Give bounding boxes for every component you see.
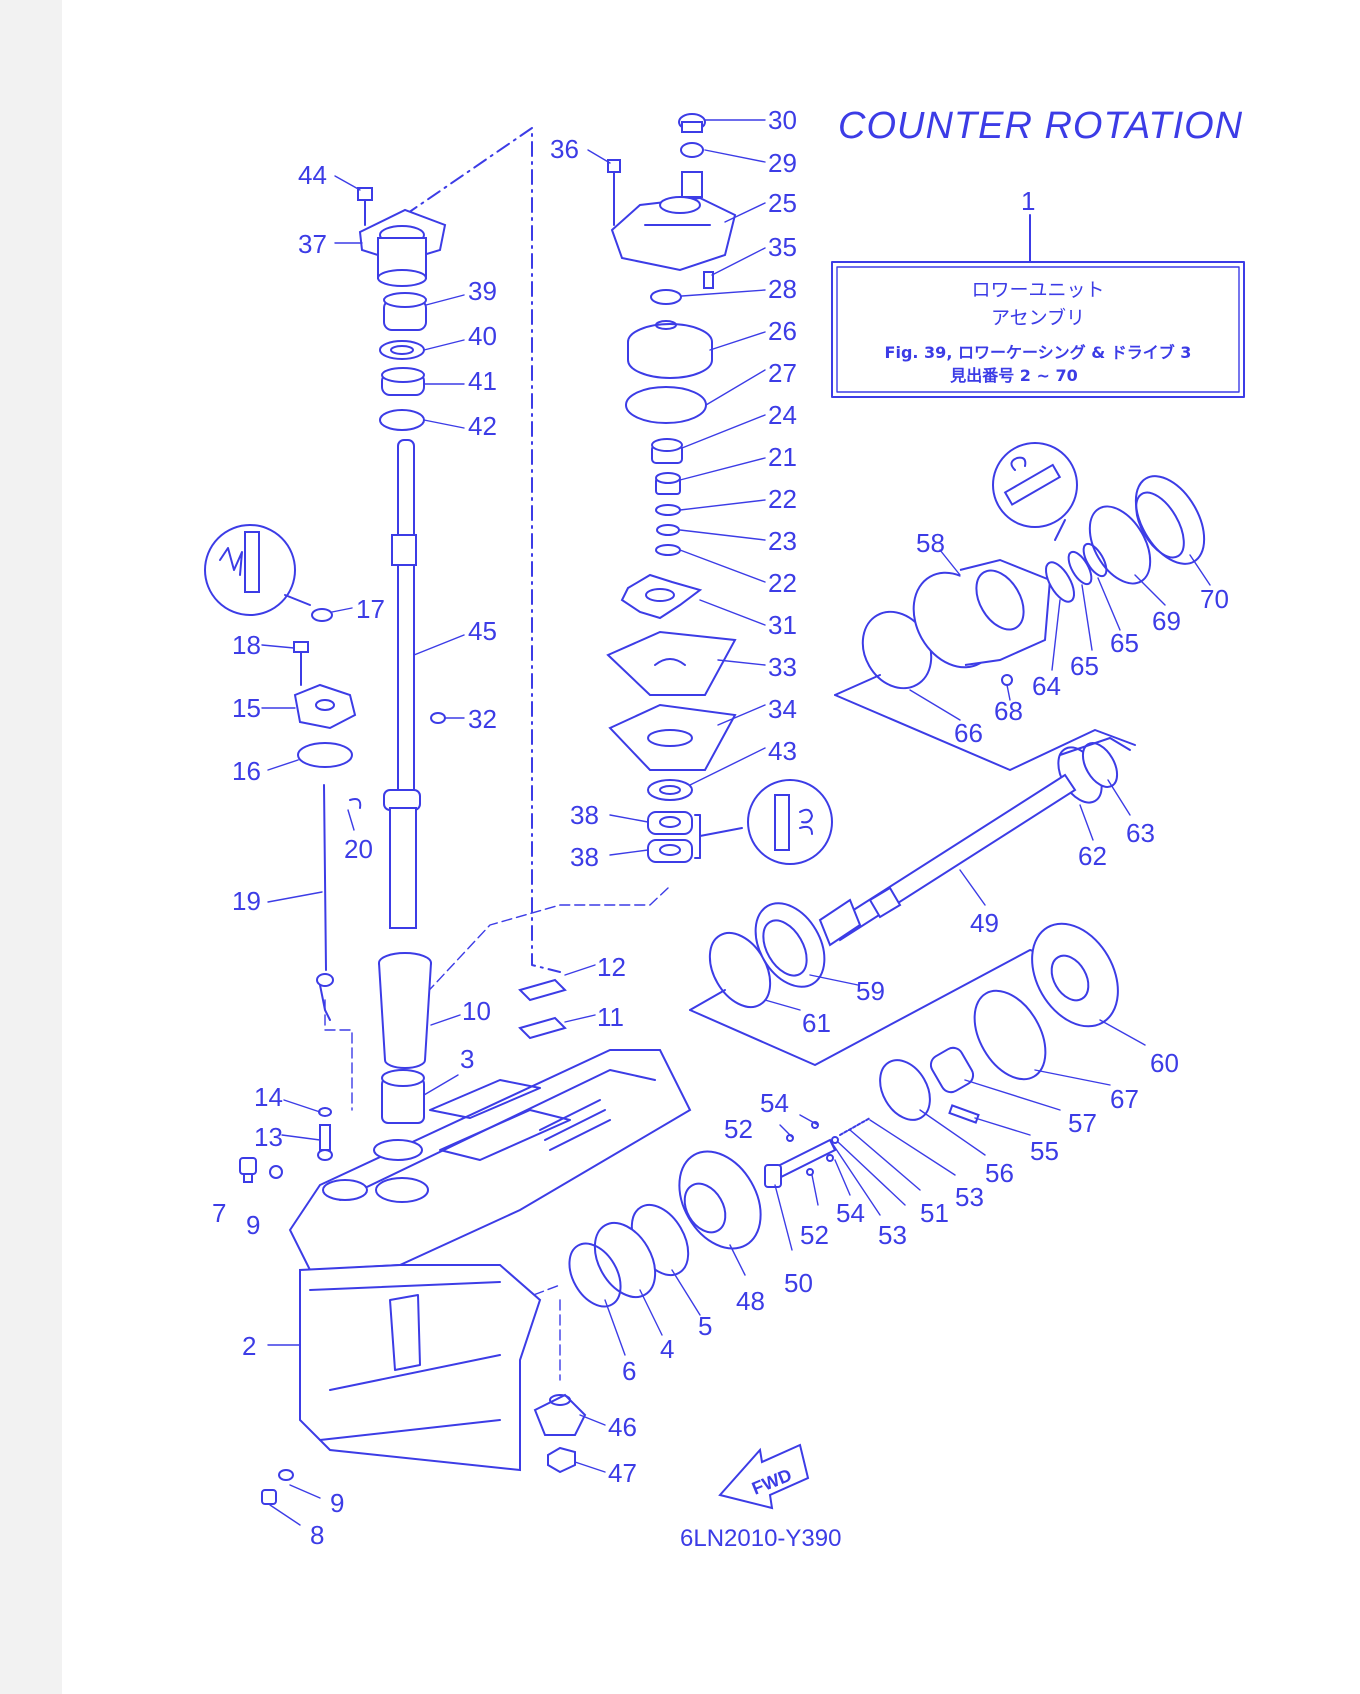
callout-25: 25 [768, 188, 797, 218]
callout-23: 23 [768, 526, 797, 556]
callout-39: 39 [468, 276, 497, 306]
callout-34: 34 [768, 694, 797, 724]
callout-15: 15 [232, 693, 261, 723]
callout-44: 44 [298, 160, 327, 190]
callout-62: 62 [1078, 841, 1107, 871]
callout-38-upper: 38 [570, 800, 599, 830]
callout-12: 12 [597, 952, 626, 982]
callout-69: 69 [1152, 606, 1181, 636]
callout-52-upper: 52 [724, 1114, 753, 1144]
callout-66: 66 [954, 718, 983, 748]
callout-40: 40 [468, 321, 497, 351]
callout-19: 19 [232, 886, 261, 916]
diagram-title: COUNTER ROTATION [838, 105, 1243, 147]
callout-4: 4 [660, 1334, 674, 1364]
callout-14: 14 [254, 1082, 283, 1112]
callout-36: 36 [550, 134, 579, 164]
callout-60: 60 [1150, 1048, 1179, 1078]
callout-16: 16 [232, 756, 261, 786]
callout-56: 56 [985, 1158, 1014, 1188]
callout-32: 32 [468, 704, 497, 734]
callout-31: 31 [768, 610, 797, 640]
callout-17: 17 [356, 594, 385, 624]
assembly-line-1: ロワーユニット [971, 279, 1104, 301]
callout-55: 55 [1030, 1136, 1059, 1166]
callout-42: 42 [468, 411, 497, 441]
callout-48: 48 [736, 1286, 765, 1316]
callout-58: 58 [916, 528, 945, 558]
callout-5: 5 [698, 1311, 712, 1341]
ref-number: 1 [1021, 186, 1035, 216]
callout-67: 67 [1110, 1084, 1139, 1114]
callout-26: 26 [768, 316, 797, 346]
callout-22-upper: 22 [768, 484, 797, 514]
assembly-line-3: Fig. 39, ロワーケーシング & ドライブ 3 [885, 343, 1192, 362]
callout-7: 7 [212, 1198, 226, 1228]
callout-10: 10 [462, 996, 491, 1026]
callout-61: 61 [802, 1008, 831, 1038]
callout-46: 46 [608, 1412, 637, 1442]
callout-50: 50 [784, 1268, 813, 1298]
callout-22-lower: 22 [768, 568, 797, 598]
callout-9-upper: 9 [246, 1210, 260, 1240]
callout-28: 28 [768, 274, 797, 304]
callout-59: 59 [856, 976, 885, 1006]
callout-54-lower: 54 [836, 1198, 865, 1228]
callout-43: 43 [768, 736, 797, 766]
callout-18: 18 [232, 630, 261, 660]
callout-49: 49 [970, 908, 999, 938]
alignment-lines [324, 127, 669, 1381]
callout-51: 51 [920, 1198, 949, 1228]
callout-37: 37 [298, 229, 327, 259]
callout-21: 21 [768, 442, 797, 472]
water-pump-parts [606, 113, 833, 865]
callout-68: 68 [994, 696, 1023, 726]
callout-41: 41 [468, 366, 497, 396]
callout-70: 70 [1200, 584, 1229, 614]
callout-52-lower: 52 [800, 1220, 829, 1250]
callout-20: 20 [344, 834, 373, 864]
callout-11: 11 [597, 1002, 624, 1032]
callout-57: 57 [1068, 1108, 1097, 1138]
callout-9-lower: 9 [330, 1488, 344, 1518]
lower-casing [239, 1049, 692, 1505]
forward-direction-arrow: FWD [718, 1443, 810, 1510]
callout-47: 47 [608, 1458, 637, 1488]
callout-29: 29 [768, 148, 797, 178]
callout-65-left: 65 [1070, 651, 1099, 681]
callout-8: 8 [310, 1520, 324, 1550]
callout-13: 13 [254, 1122, 283, 1152]
callout-64: 64 [1032, 671, 1061, 701]
drive-shaft-parts [357, 187, 567, 1124]
callout-30: 30 [768, 105, 797, 135]
callout-33: 33 [768, 652, 797, 682]
leader-lines [261, 119, 1211, 1526]
propeller-shaft-gears [533, 737, 1131, 1474]
callout-27: 27 [768, 358, 797, 388]
callout-35: 35 [768, 232, 797, 262]
assembly-reference-box: 1 ロワーユニット アセンブリ Fig. 39, ロワーケーシング & ドライブ… [831, 186, 1245, 398]
callout-54-upper: 54 [760, 1088, 789, 1118]
callout-53-left: 53 [878, 1220, 907, 1250]
callout-2: 2 [242, 1331, 256, 1361]
callout-45: 45 [468, 616, 497, 646]
callout-63: 63 [1126, 818, 1155, 848]
callout-65-right: 65 [1110, 628, 1139, 658]
callout-38-lower: 38 [570, 842, 599, 872]
callout-numbers: 30 29 36 25 35 28 26 27 24 21 22 23 22 3… [212, 105, 1229, 1550]
propeller-shaft-housing [834, 442, 1206, 771]
callout-53-right: 53 [955, 1182, 984, 1212]
assembly-line-4: 見出番号 2 ~ 70 [949, 366, 1078, 385]
callout-6: 6 [622, 1356, 636, 1386]
callout-3: 3 [460, 1044, 474, 1074]
callout-24: 24 [768, 400, 797, 430]
assembly-line-2: アセンブリ [991, 306, 1085, 329]
shift-rod-parts [204, 524, 362, 1021]
drawing-code: 6LN2010-Y390 [680, 1525, 841, 1552]
